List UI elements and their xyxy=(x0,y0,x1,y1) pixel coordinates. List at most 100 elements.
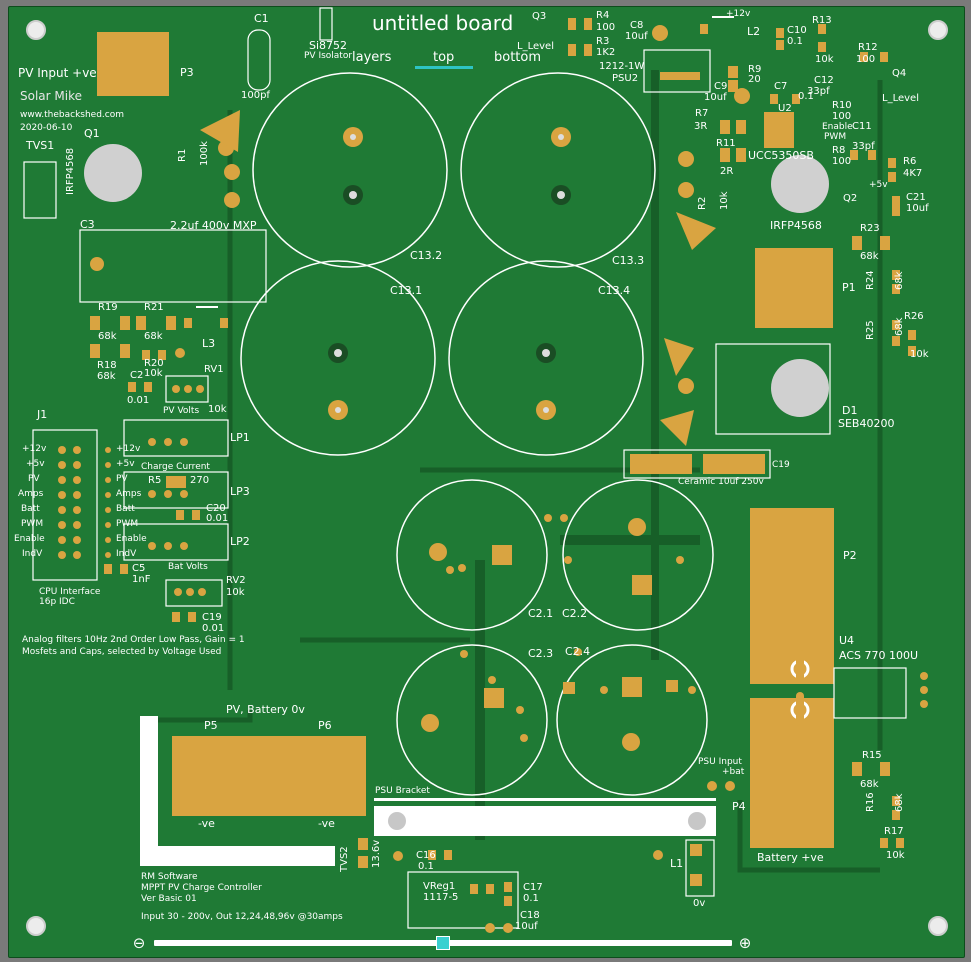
charge-current-label: Charge Current xyxy=(141,462,210,472)
battery-ve-label: Battery +ve xyxy=(757,851,824,864)
rm-software-label: RM Software xyxy=(141,872,198,882)
zoom-in-icon[interactable]: ⊕ xyxy=(738,934,752,952)
c8-label: C8 xyxy=(630,20,644,31)
r15-label: R15 xyxy=(862,750,882,761)
author-label: Solar Mike xyxy=(20,89,82,103)
q4-val-label: L_Level xyxy=(882,93,919,104)
p1-label: P1 xyxy=(842,281,856,294)
r24-label: R24 xyxy=(865,270,876,290)
tab-top[interactable]: top xyxy=(433,50,455,65)
layers-label: layers xyxy=(352,50,392,65)
c18-label: C18 xyxy=(520,910,540,921)
lp1-label: LP1 xyxy=(230,431,250,444)
p3-label: P3 xyxy=(180,66,194,79)
r19-label: R19 xyxy=(98,302,118,313)
idc-label: 16p IDC xyxy=(39,597,75,607)
c7-val-label: 0.1 xyxy=(798,91,814,102)
analog-note-2: Mosfets and Caps, selected by Voltage Us… xyxy=(22,647,222,657)
l3-label: L3 xyxy=(202,337,216,350)
j1-pin-left: Enable xyxy=(14,534,45,544)
j1-pin-right: PV xyxy=(116,474,128,484)
site-label: www.thebackshed.com xyxy=(20,110,125,120)
c8-val-label: 10uf xyxy=(625,31,648,42)
c21-label: C21 xyxy=(906,192,926,203)
d1-label: D1 xyxy=(842,404,858,417)
c3-val-label: 2.2uf 400v MXP xyxy=(170,219,257,232)
tvs2-label: TVS2 xyxy=(339,846,350,872)
analog-note-1: Analog filters 10Hz 2nd Order Low Pass, … xyxy=(22,635,245,645)
c2-2-label: C2.2 xyxy=(562,607,588,620)
r12-label: R12 xyxy=(858,42,878,53)
r21-label: R21 xyxy=(144,302,164,313)
j1-pin-right: +12v xyxy=(116,444,141,454)
c16-val-label: 0.1 xyxy=(418,861,434,872)
c21-val-label: 10uf xyxy=(906,203,929,214)
c1-val-label: 100pf xyxy=(241,90,270,101)
mount-hole-tr xyxy=(928,20,948,40)
p4-label: P4 xyxy=(732,800,746,813)
q1-label: Q1 xyxy=(84,127,100,140)
j1-pin-right: Enable xyxy=(116,534,147,544)
rm-mppt-label: MPPT PV Charge Controller xyxy=(141,883,262,893)
j1-pin-left: Batt xyxy=(21,504,40,514)
tvs2-val-label: 13.6v xyxy=(371,839,382,868)
c13-1-label: C13.1 xyxy=(390,284,423,297)
r15-val-label: 68k xyxy=(860,779,879,790)
r16-label: R16 xyxy=(865,792,876,812)
bat-volts-label: Bat Volts xyxy=(168,562,208,572)
rv1-label: RV1 xyxy=(204,364,224,375)
c11-label: C11 xyxy=(852,121,872,132)
r2-val-label: 10k xyxy=(719,191,730,210)
tvs1-label: TVS1 xyxy=(26,139,55,152)
c11-val-label: 33pf xyxy=(852,141,875,152)
rv2-label: RV2 xyxy=(226,575,246,586)
pwm-label: PWM xyxy=(824,132,847,142)
tab-bottom[interactable]: bottom xyxy=(494,50,542,65)
c13-2-label: C13.2 xyxy=(410,249,443,262)
r11-val-label: 2R xyxy=(720,166,734,177)
rm-spec-label: Input 30 - 200v, Out 12,24,48,96v @30amp… xyxy=(141,912,343,922)
r21-val-label: 68k xyxy=(144,331,163,342)
zero-v-label: 0v xyxy=(693,898,706,909)
r26-val-label: 10k xyxy=(910,349,929,360)
c5-val-label: 1nF xyxy=(132,574,151,585)
psu2-label: PSU2 xyxy=(612,73,639,84)
c20-val-label: 0.01 xyxy=(206,513,229,524)
c13-3-label: C13.3 xyxy=(612,254,645,267)
r6-val-label: 4K7 xyxy=(903,168,923,179)
r5-val-label: 270 xyxy=(190,475,210,486)
j1-pin-left: +12v xyxy=(22,444,47,454)
r16-val-label: 68k xyxy=(894,793,905,812)
board-title: untitled board xyxy=(372,11,514,35)
r20-val-label: 10k xyxy=(144,368,163,379)
j1-pin-right: Amps xyxy=(116,489,142,499)
r5-label: R5 xyxy=(148,475,162,486)
c1-label: C1 xyxy=(254,12,269,25)
plus12v-label: +12v xyxy=(726,9,751,19)
pv-input-label: PV Input +ve xyxy=(18,66,97,80)
c10-label: C10 xyxy=(787,25,807,36)
c12-val-label: 33pf xyxy=(807,86,830,97)
q3-label: Q3 xyxy=(532,11,547,22)
c19-left-label: C19 xyxy=(202,612,222,623)
j1-pin-right: PWM xyxy=(116,519,139,529)
j1-label: J1 xyxy=(37,408,48,421)
r4-val-label: 100 xyxy=(596,22,616,33)
plus5v-label: +5v xyxy=(869,180,888,190)
c2-label: C2 xyxy=(130,370,144,381)
r23-label: R23 xyxy=(860,223,880,234)
zoom-slider-thumb[interactable] xyxy=(436,936,450,950)
r10-val-label: 100 xyxy=(832,111,852,122)
r7-val-label: 3R xyxy=(694,121,708,132)
d1-part-label: SEB40200 xyxy=(838,417,895,430)
l2-label: L2 xyxy=(747,25,761,38)
plus-bat-label: +bat xyxy=(722,767,745,777)
rm-version-label: Ver Basic 01 xyxy=(141,894,197,904)
r13-label: R13 xyxy=(812,15,832,26)
si8752-label: Si8752 xyxy=(309,39,348,52)
r6-label: R6 xyxy=(903,156,917,167)
psu2-part-label: 1212-1W xyxy=(599,61,645,72)
zoom-out-icon[interactable]: ⊖ xyxy=(132,934,146,952)
mount-hole-tl xyxy=(26,20,46,40)
